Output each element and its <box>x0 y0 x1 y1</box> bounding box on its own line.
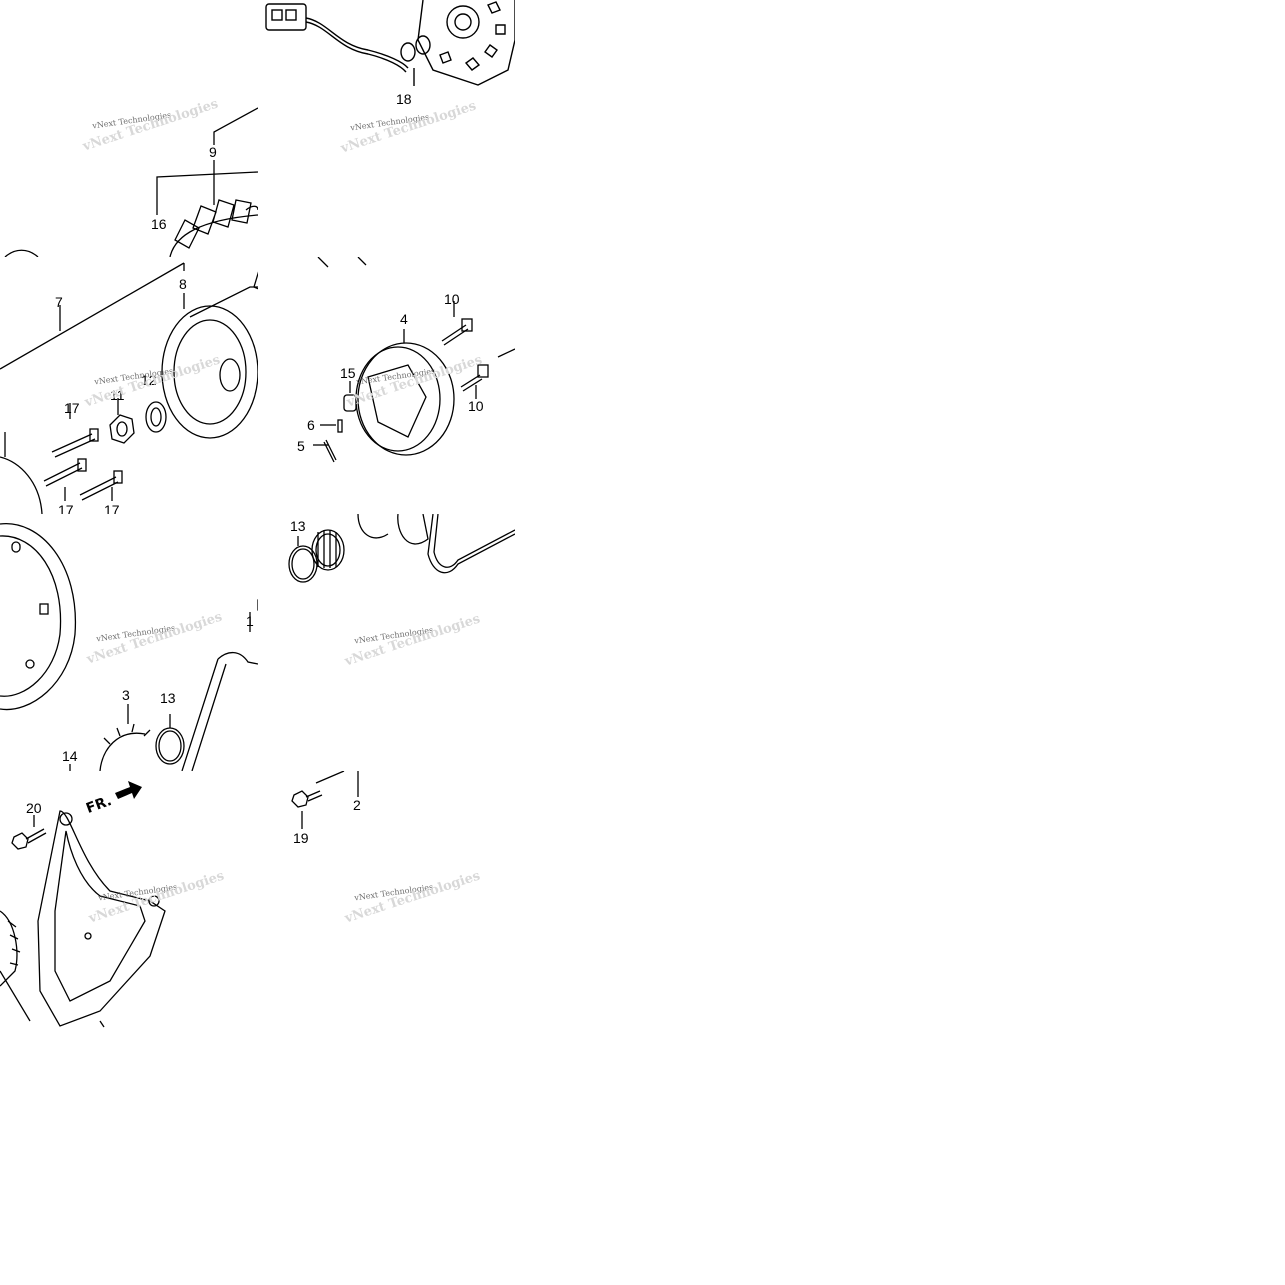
callout-5: 5 <box>297 438 305 454</box>
tile-stator-harness: 18 vNext Technologies vNext Technologies <box>258 0 515 257</box>
stator-harness-drawing <box>265 0 515 86</box>
sprocket-drawing <box>0 523 258 771</box>
rotor-top-drawing <box>4 107 258 257</box>
callout-14: 14 <box>62 748 78 764</box>
tile-bolt: 2 19 vNext Technologies vNext Technologi… <box>258 771 515 1028</box>
callout-10: 10 <box>444 291 460 307</box>
flywheel-drawing <box>0 262 258 514</box>
callout-10: 10 <box>468 398 484 414</box>
callout-8: 8 <box>179 276 187 292</box>
tile-guard: 20 FR. vNext Technologies vNext Technolo… <box>0 771 258 1028</box>
callout-13: 13 <box>160 690 176 706</box>
callout-15: 15 <box>340 365 356 381</box>
callout-20: 20 <box>26 800 42 816</box>
callout-6: 6 <box>307 417 315 433</box>
bearing-drawing <box>288 514 515 583</box>
callout-12: 12 <box>141 372 157 388</box>
bolt-drawing <box>291 771 359 829</box>
callout-19: 19 <box>293 830 309 846</box>
tile-flywheel: 7 8 12 11 17 17 17 vNext Technologies vN… <box>0 257 258 514</box>
callout-1: 1 <box>246 613 254 629</box>
tile-rotor-top: 9 16 vNext Technologies vNext Technologi… <box>0 0 258 257</box>
callout-17: 17 <box>64 400 80 416</box>
tile-bearing: 13 vNext Technologies vNext Technologies <box>258 514 515 771</box>
callout-13: 13 <box>290 518 306 534</box>
callout-17: 17 <box>58 502 74 514</box>
callout-17: 17 <box>104 502 120 514</box>
callout-2: 2 <box>353 797 361 813</box>
callout-7: 7 <box>55 294 63 310</box>
tile-starter-clutch: 10 4 15 10 6 5 vNext Technologies vNext … <box>258 257 515 514</box>
callout-3: 3 <box>122 687 130 703</box>
front-arrow-icon <box>115 781 142 799</box>
callout-4: 4 <box>400 311 408 327</box>
tile-sprocket: 1 0 3 13 14 vNext Technologies vNext Tec… <box>0 514 258 771</box>
guard-drawing <box>0 781 166 1028</box>
callout-9: 9 <box>209 144 217 160</box>
callout-11: 11 <box>110 387 125 403</box>
callout-18: 18 <box>396 91 412 107</box>
starter-clutch-drawing <box>313 257 515 463</box>
callout-16: 16 <box>151 216 167 232</box>
